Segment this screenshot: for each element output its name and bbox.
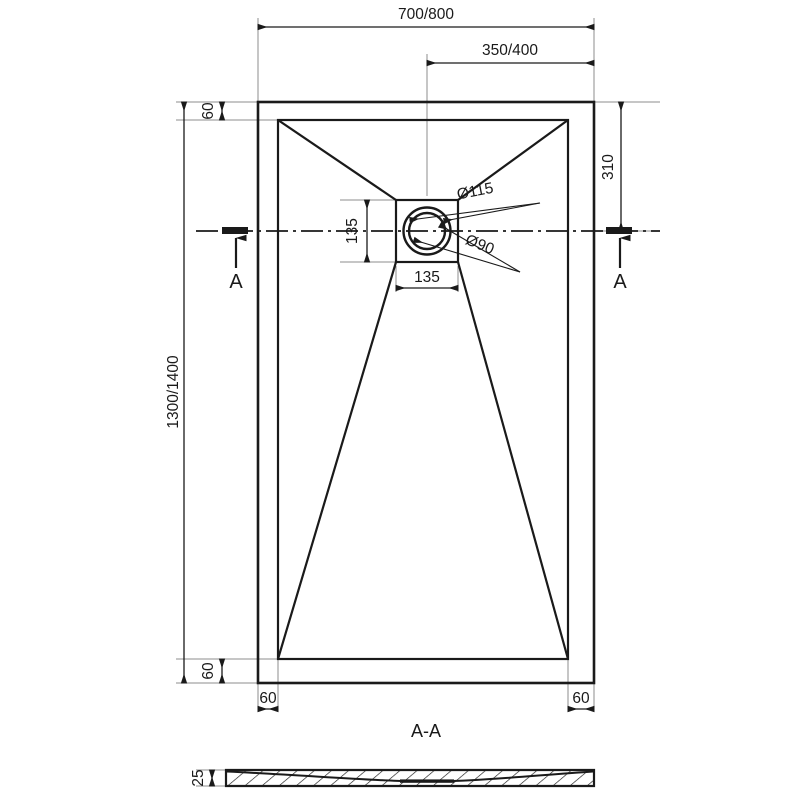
dim-border-right: 60 (567, 690, 595, 713)
dim-drain-offset-x: 350/400 (426, 42, 595, 67)
dim-border-top: 60 (200, 101, 226, 121)
dim-label-drain-inner-diameter: Ø90 (463, 231, 497, 258)
dim-label-drain-offset-x: 350/400 (482, 42, 538, 59)
dim-drain-offset-y: 310 (600, 101, 625, 232)
dim-label-drain-box-height: 135 (344, 218, 361, 244)
dim-drain-box-height: 135 (344, 199, 371, 263)
section-label-right-a: A (613, 271, 627, 293)
dim-label-thickness: 25 (190, 769, 207, 786)
dim-label-overall-length: 1300/1400 (165, 355, 182, 429)
dim-label-border-left: 60 (259, 690, 277, 707)
dim-label-drain-offset-y: 310 (600, 154, 617, 180)
tray-outer-outline (256, 100, 596, 685)
extension-lines (176, 18, 660, 787)
dim-label-border-right: 60 (572, 690, 590, 707)
dim-label-border-bottom: 60 (200, 662, 217, 680)
dim-label-drain-box-width: 135 (414, 269, 440, 286)
dim-label-drain-outer-diameter: Ø115 (455, 180, 494, 204)
dim-label-overall-width: 700/800 (398, 6, 454, 23)
dim-overall-width: 700/800 (257, 6, 595, 31)
dim-border-bottom: 60 (200, 658, 226, 684)
section-view-title: A-A (411, 721, 441, 741)
dim-drain-box-width: 135 (395, 269, 459, 292)
dim-drain-outer-diameter: Ø115 (409, 180, 541, 225)
section-profile (224, 768, 596, 788)
slope-fold-lines (276, 119, 570, 660)
section-label-left-a: A (229, 271, 243, 293)
dim-label-border-top: 60 (200, 102, 217, 120)
dim-border-left: 60 (257, 690, 279, 713)
section-mark-right: A (606, 227, 632, 293)
dim-overall-length: 1300/1400 (165, 101, 188, 684)
dim-thickness: 25 (190, 769, 216, 787)
tray-inner-sloped-area (276, 118, 570, 661)
section-mark-left: A (222, 227, 248, 293)
